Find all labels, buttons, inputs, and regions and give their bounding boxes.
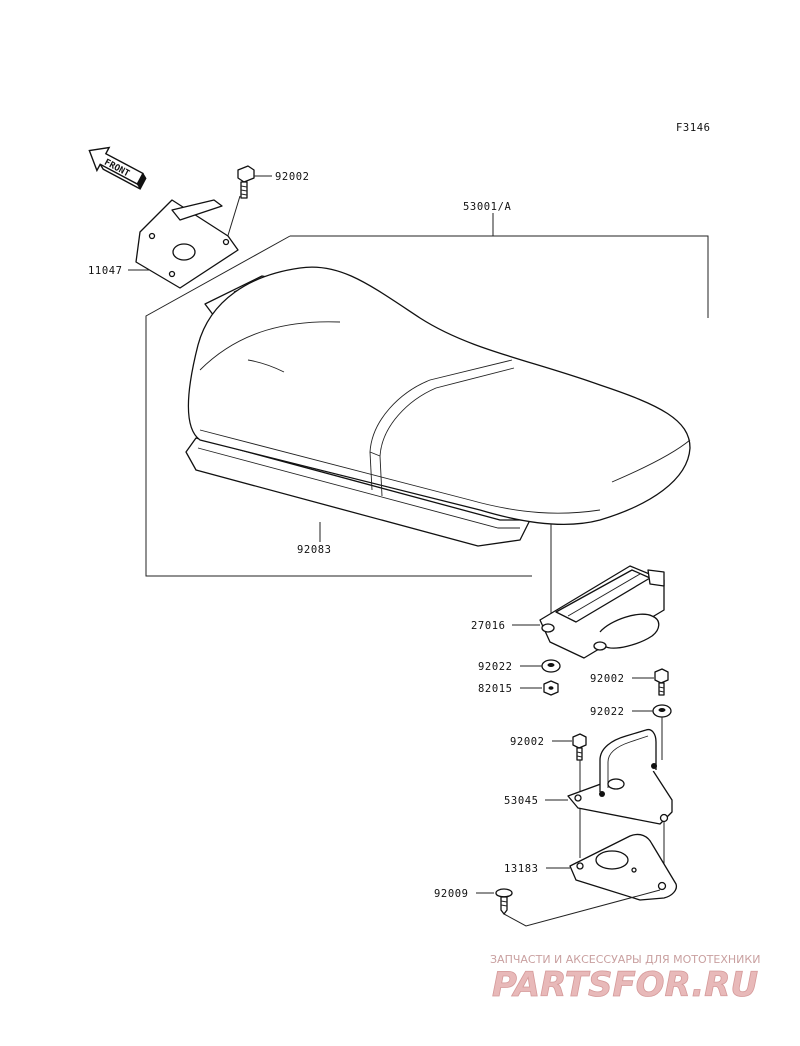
washer-92022-a-icon — [541, 659, 561, 673]
latch-27016 — [539, 565, 665, 659]
callout-13183: 13183 — [504, 863, 539, 875]
figure-code: F3146 — [676, 122, 711, 134]
callout-53045: 53045 — [504, 795, 539, 807]
seat-body — [185, 266, 691, 547]
front-arrow-icon: FRONT — [88, 146, 147, 191]
watermark-brand: PARTSFOR.RU — [492, 965, 758, 1005]
callout-92002-c: 92002 — [510, 736, 545, 748]
bolt-92002-top-icon — [237, 165, 255, 199]
plate-13183 — [569, 833, 678, 901]
bolt-92002-b-icon — [654, 668, 669, 696]
seat-assembly-frame — [145, 213, 709, 577]
screw-92009-icon — [495, 888, 513, 915]
bolt-92002-c-icon — [572, 733, 587, 761]
callout-82015: 82015 — [478, 683, 513, 695]
callout-11047: 11047 — [88, 265, 123, 277]
callout-53001A: 53001/A — [463, 201, 512, 213]
washer-92022-b-icon — [652, 704, 672, 718]
callout-92009: 92009 — [434, 888, 469, 900]
bracket-53045 — [567, 728, 673, 825]
nut-82015-icon — [543, 680, 559, 696]
callout-92002-b: 92002 — [590, 673, 625, 685]
callout-92083: 92083 — [297, 544, 332, 556]
bracket-11047 — [135, 199, 239, 289]
callout-92022-a: 92022 — [478, 661, 513, 673]
watermark-caption: ЗАПЧАСТИ И АКСЕССУАРЫ ДЛЯ МОТОТЕХНИКИ — [490, 953, 760, 966]
callout-92022-b: 92022 — [590, 706, 625, 718]
callout-92002-top: 92002 — [275, 171, 310, 183]
callout-27016: 27016 — [471, 620, 506, 632]
